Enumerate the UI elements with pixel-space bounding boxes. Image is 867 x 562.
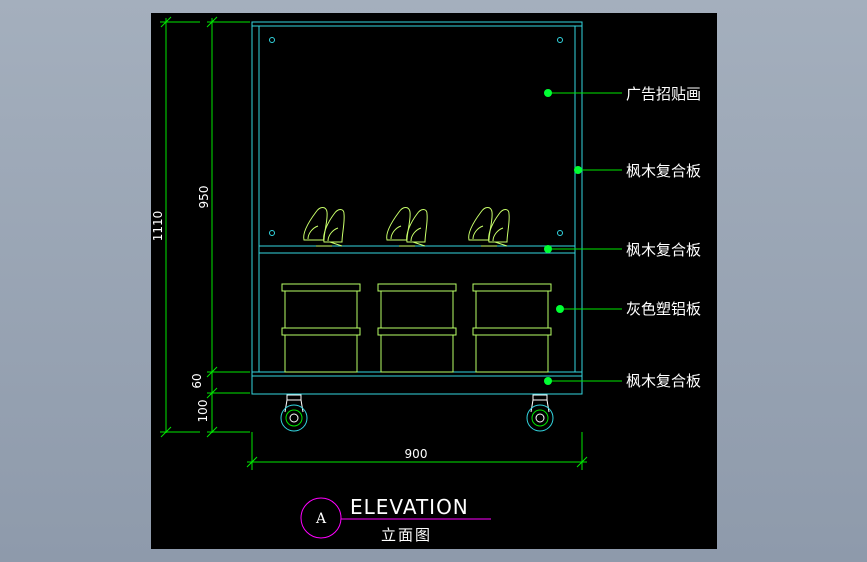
shoe-box-stacks xyxy=(281,283,552,373)
casters xyxy=(280,394,554,432)
callout-leader xyxy=(556,305,622,313)
shoe-box-stack xyxy=(472,283,552,373)
callout-label-back-panel: 灰色塑铝板 xyxy=(626,300,701,318)
callout-label-shelf: 枫木复合板 xyxy=(626,241,701,259)
callout-leader xyxy=(544,245,622,253)
screw-hole xyxy=(557,230,563,236)
elevation-drawing: 1110 950 60 100 900 xyxy=(151,16,701,544)
screw-hole xyxy=(269,37,275,43)
callout-label-side-panel: 枫木复合板 xyxy=(626,162,701,180)
callout-label-base: 枫木复合板 xyxy=(626,372,701,390)
dim-label-overall-width: 900 xyxy=(405,447,428,461)
dim-label-caster-height: 100 xyxy=(196,400,210,423)
shoe-pair xyxy=(468,207,510,247)
dim-label-overall-height: 1110 xyxy=(151,211,165,242)
dimension-group-vertical xyxy=(160,16,250,438)
shoe-pair xyxy=(386,207,428,247)
callout-leaders xyxy=(544,89,622,385)
screw-hole xyxy=(557,37,563,43)
callout-leader xyxy=(544,377,622,385)
section-marker-letter: A xyxy=(315,511,327,527)
callout-label-poster: 广告招贴画 xyxy=(626,85,701,103)
cabinet-outer-frame xyxy=(251,21,583,395)
section-marker-circle xyxy=(300,497,342,539)
cabinet xyxy=(251,21,583,395)
dim-label-upper-height: 950 xyxy=(197,186,211,209)
dim-label-base-height: 60 xyxy=(190,373,204,388)
shoe-box-stack xyxy=(281,283,361,373)
drawing-viewport[interactable]: 1110 950 60 100 900 xyxy=(151,13,717,549)
shoe-pair xyxy=(303,207,345,247)
caster-wheel xyxy=(280,394,308,432)
shoe-display xyxy=(303,207,510,247)
dimension-group-horizontal xyxy=(246,432,588,470)
caster-wheel xyxy=(526,394,554,432)
callout-leader xyxy=(544,89,622,97)
screw-hole xyxy=(269,230,275,236)
drawing-title: ELEVATION xyxy=(350,495,469,519)
callout-leader xyxy=(574,166,622,174)
drawing-subtitle: 立面图 xyxy=(381,526,432,544)
shoe-box-stack xyxy=(377,283,457,373)
title-block: A ELEVATION 立面图 xyxy=(300,495,491,544)
